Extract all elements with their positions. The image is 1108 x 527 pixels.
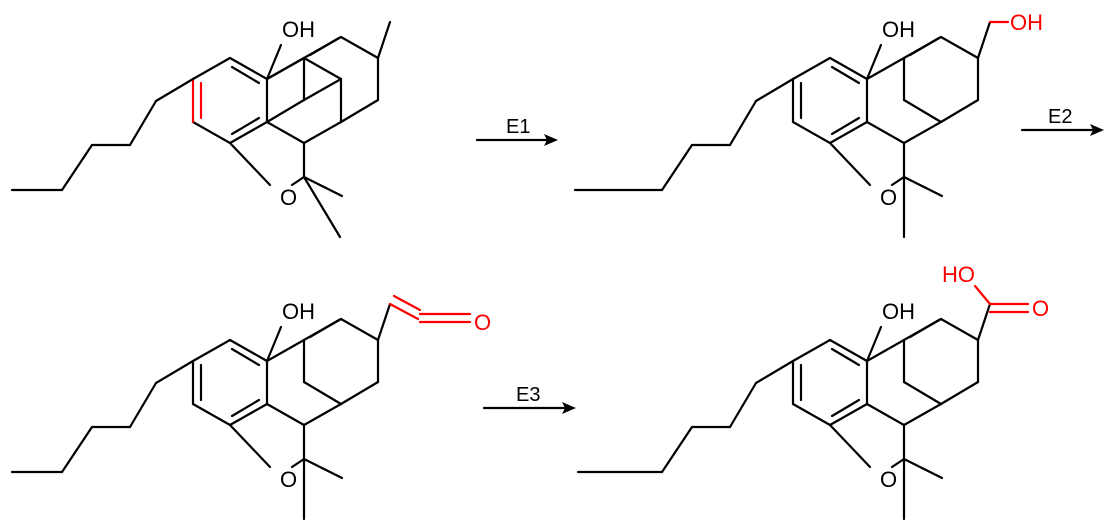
ring-oxygen-label: O [880,185,897,210]
carboxyl-hydroxyl-label: HO [942,262,975,287]
molecule-1-methyl: OH O [10,17,392,239]
aldehyde-oxygen-label: O [474,310,491,335]
molecule-3-aldehyde: OH O O [10,294,491,521]
arrow-e2: E2 [1020,106,1104,136]
arrow-e1: E1 [475,116,558,146]
ring-oxygen-label: O [280,467,297,492]
molecule-4-carboxylic-acid: OH O HO O [576,262,1049,521]
step-e3-label: E3 [516,384,540,406]
step-e2-label: E2 [1048,106,1072,128]
arrow-e3: E3 [482,384,576,414]
hydroxyl-label: OH [282,17,315,42]
hydroxymethyl-oh-label: OH [1010,10,1043,35]
carbonyl-oxygen-label: O [1032,296,1049,321]
hydroxyl-label: OH [282,299,315,324]
hydroxyl-label: OH [882,17,915,42]
ring-oxygen-label: O [280,185,297,210]
step-e1-label: E1 [506,116,530,138]
ring-oxygen-label: O [880,467,897,492]
molecule-2-hydroxymethyl: OH O OH [573,10,1043,239]
hydroxyl-label: OH [882,299,915,324]
